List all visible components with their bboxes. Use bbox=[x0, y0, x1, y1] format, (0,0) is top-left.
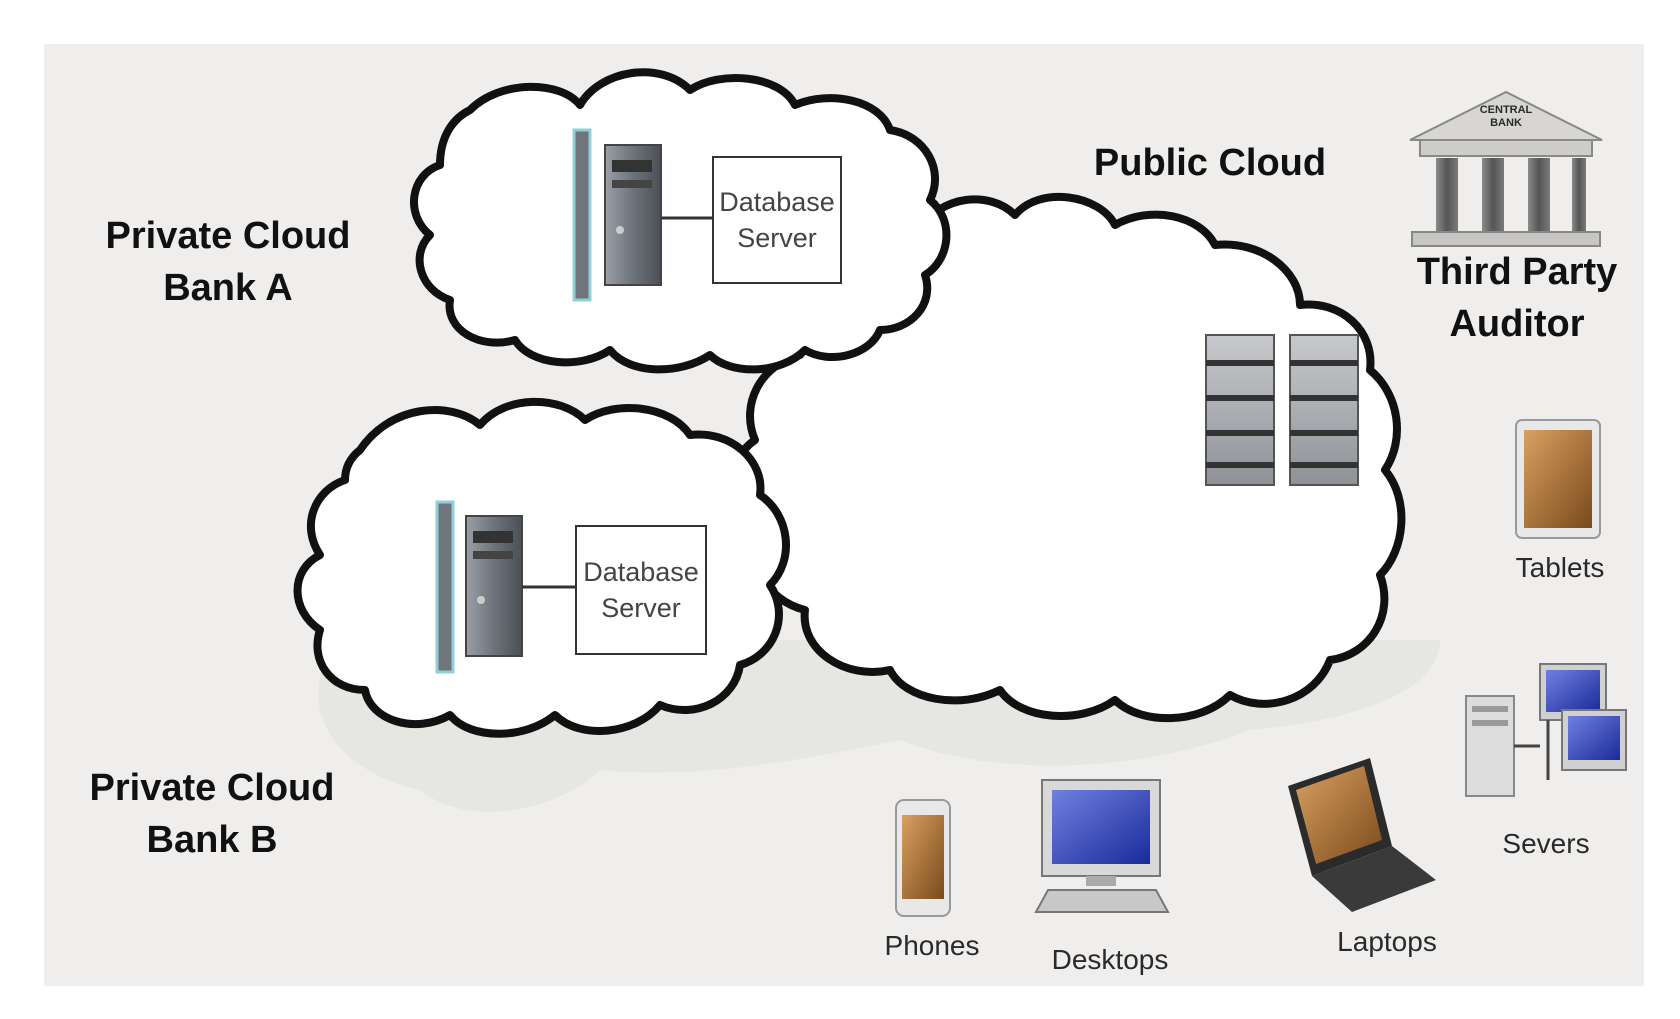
server-tower-icon bbox=[572, 128, 662, 302]
servers-icon bbox=[1465, 663, 1627, 797]
phone-icon bbox=[895, 799, 951, 917]
public-cloud-label: Public Cloud bbox=[1093, 142, 1327, 184]
desktop-icon bbox=[1034, 779, 1170, 913]
private-cloud-b-label: Private Cloud Bank B bbox=[89, 767, 335, 861]
private-cloud-b-shape bbox=[293, 397, 790, 738]
tablet-icon bbox=[1515, 419, 1601, 539]
server-rack-icon bbox=[1205, 334, 1359, 486]
private-cloud-a-label: Private Cloud Bank A bbox=[105, 215, 351, 309]
laptops-label: Laptops bbox=[1337, 926, 1437, 957]
bank-sign-label: CENTRAL BANK bbox=[1479, 104, 1533, 129]
severs-label: Severs bbox=[1502, 828, 1590, 859]
laptop-icon bbox=[1288, 758, 1436, 912]
database-server-a: Database Server bbox=[712, 156, 842, 284]
private-cloud-a-shape bbox=[410, 68, 951, 374]
tablets-label: Tablets bbox=[1515, 552, 1605, 583]
bank-building-icon bbox=[1409, 90, 1603, 247]
desktops-label: Desktops bbox=[1051, 944, 1169, 975]
auditor-label: Third Party Auditor bbox=[1416, 251, 1618, 345]
phones-label: Phones bbox=[884, 930, 980, 961]
database-server-b: Database Server bbox=[575, 525, 707, 655]
server-tower-icon bbox=[435, 500, 523, 674]
